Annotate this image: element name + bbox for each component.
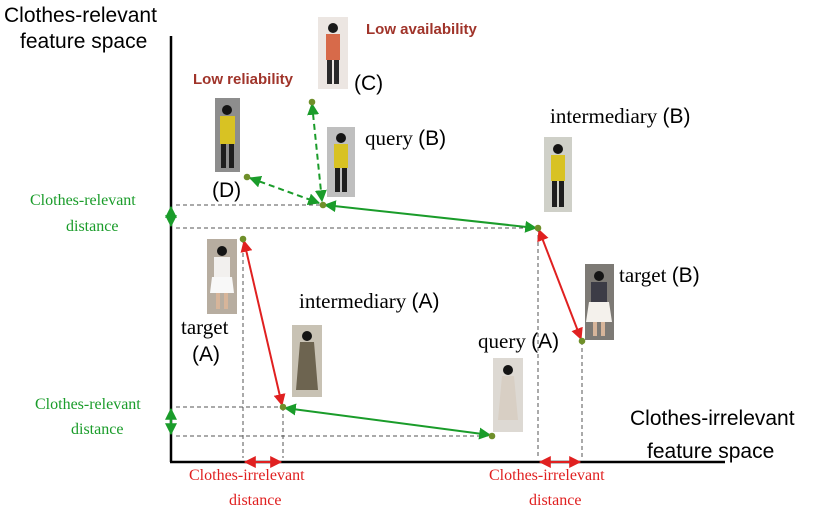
person-photo-target-b bbox=[585, 264, 614, 340]
point-intermediary-a bbox=[279, 403, 287, 411]
clothes-relevant-distance-a-line2: distance bbox=[71, 421, 124, 438]
point-c bbox=[308, 98, 316, 106]
label-intermediary-b: intermediary (B) bbox=[550, 104, 691, 128]
label-intermediary-a: intermediary (A) bbox=[299, 289, 440, 313]
clothes-irrelevant-distance-b-line1: Clothes-irrelevant bbox=[489, 467, 605, 484]
point-intermediary-b bbox=[534, 224, 542, 232]
label-d: (D) bbox=[212, 179, 242, 202]
person-photo-intermediary-b bbox=[544, 137, 572, 212]
label-query-a: query (A) bbox=[478, 329, 560, 353]
person-photo-c bbox=[318, 17, 348, 89]
x-axis-title-line2: feature space bbox=[647, 440, 775, 463]
intermediary-a-query-a-link bbox=[283, 403, 492, 440]
point-target-a bbox=[239, 235, 247, 243]
person-photo-target-a bbox=[207, 239, 237, 314]
y-axis-title-line1: Clothes-relevant bbox=[4, 4, 157, 27]
person-photo-intermediary-a bbox=[292, 325, 322, 397]
label-target-a-word: target bbox=[181, 315, 229, 339]
label-target-b: target (B) bbox=[619, 263, 700, 287]
query-b-d-link bbox=[248, 176, 321, 205]
low-reliability-label: Low reliability bbox=[193, 71, 294, 88]
person-photo-query-a bbox=[493, 358, 523, 432]
clothes-irrelevant-distance-a-line1: Clothes-irrelevant bbox=[189, 467, 305, 484]
clothes-relevant-distance-b-line2: distance bbox=[66, 218, 119, 235]
clothes-irrelevant-distance-a-line2: distance bbox=[229, 492, 282, 509]
y-axis-title-line2: feature space bbox=[20, 30, 148, 53]
sample-points bbox=[239, 98, 586, 440]
person-photo-query-b bbox=[327, 127, 355, 197]
label-query-b: query (B) bbox=[365, 126, 447, 150]
low-availability-label: Low availability bbox=[366, 21, 477, 38]
clothes-irrelevant-distance-b-line2: distance bbox=[529, 492, 582, 509]
point-target-b bbox=[578, 337, 586, 345]
target-a-intermediary-a-link bbox=[240, 239, 286, 407]
person-photo-d bbox=[215, 98, 240, 172]
clothes-relevant-distance-b-line1: Clothes-relevant bbox=[30, 192, 136, 209]
point-query-b bbox=[319, 201, 327, 209]
query-b-c-link bbox=[307, 102, 327, 203]
point-query-a bbox=[488, 432, 496, 440]
label-target-a-tag: (A) bbox=[192, 343, 220, 366]
x-axis-title-line1: Clothes-irrelevant bbox=[630, 407, 795, 430]
clothes-relevant-distance-a-line1: Clothes-relevant bbox=[35, 396, 141, 413]
label-c: (C) bbox=[354, 72, 384, 95]
intermediary-b-target-b-link bbox=[537, 228, 583, 341]
query-b-intermediary-b-link bbox=[323, 200, 538, 233]
point-d bbox=[243, 173, 251, 181]
